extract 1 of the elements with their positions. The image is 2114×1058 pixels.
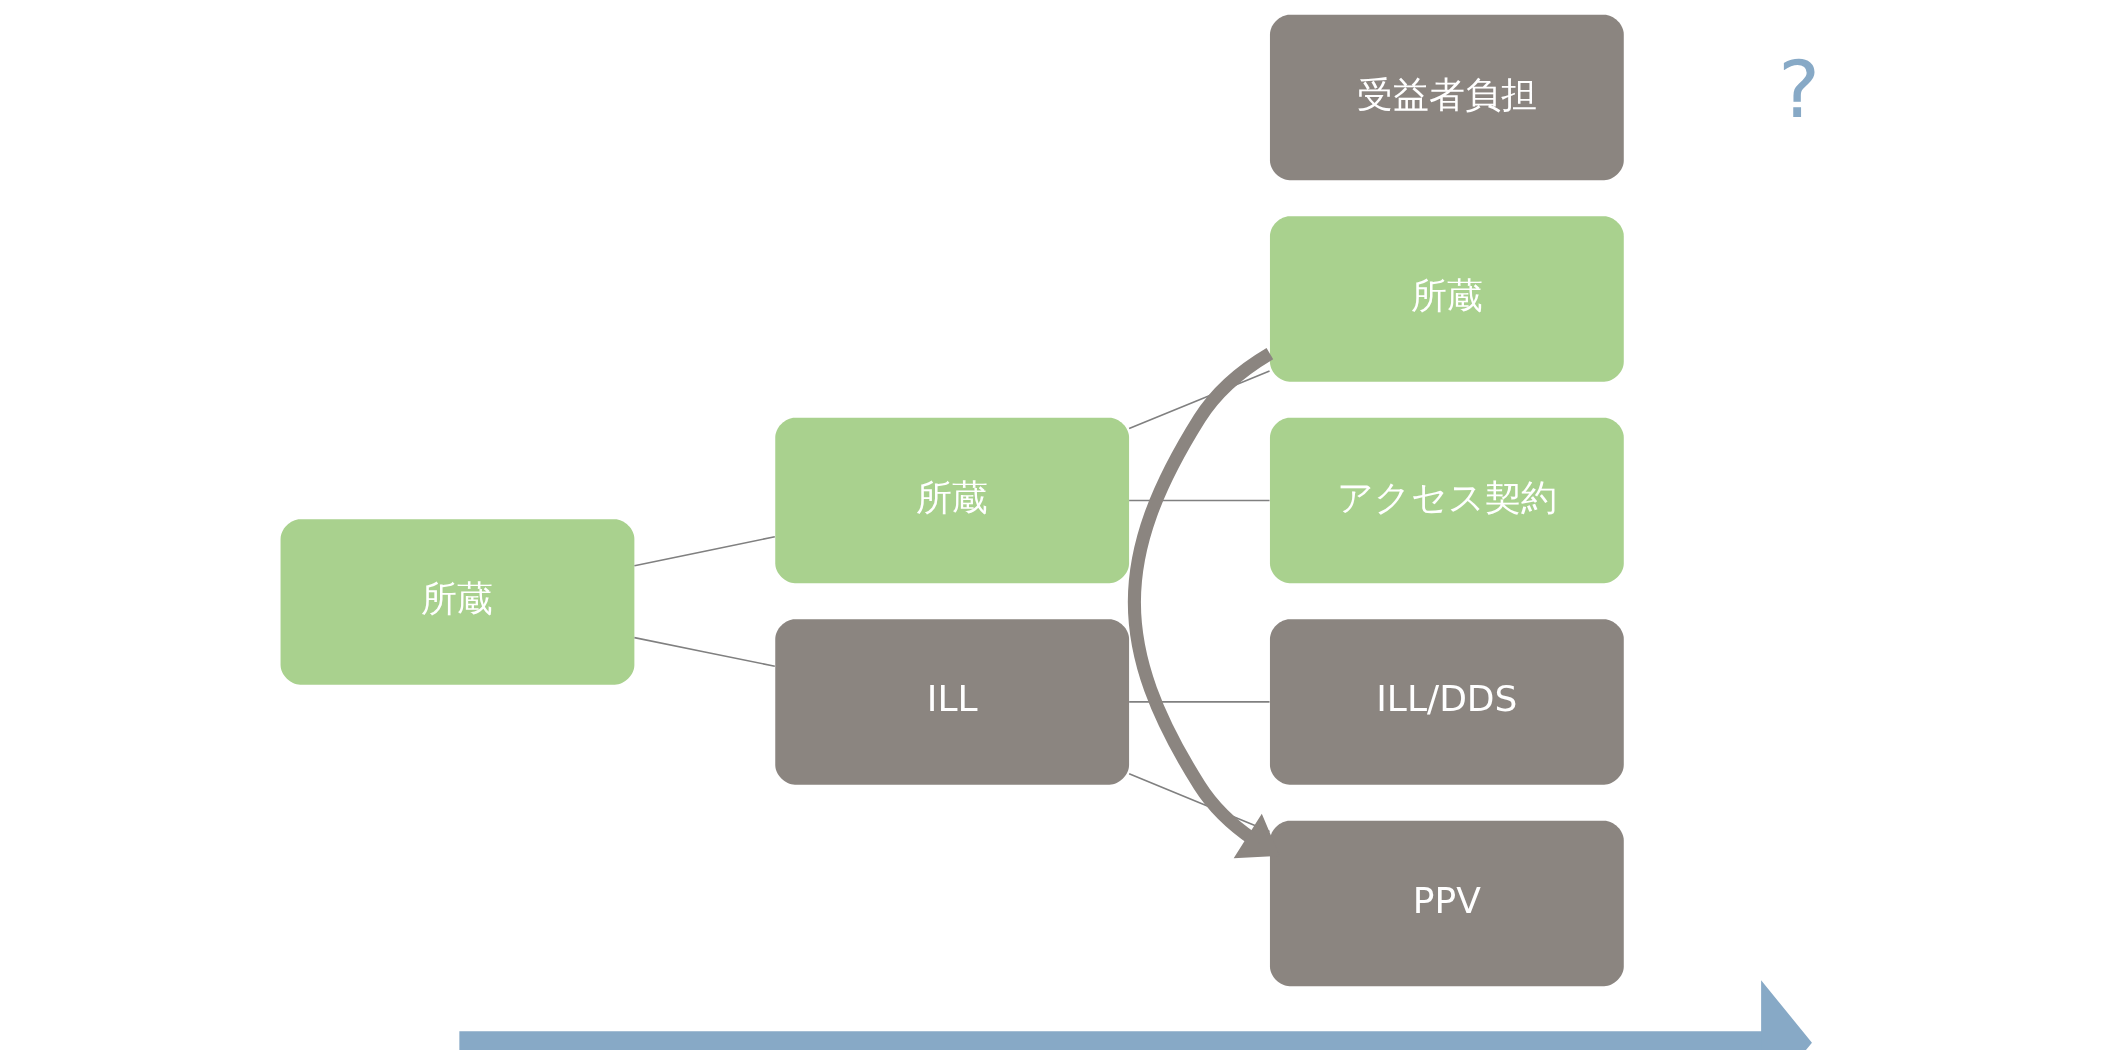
label: ? [1778, 43, 1820, 136]
